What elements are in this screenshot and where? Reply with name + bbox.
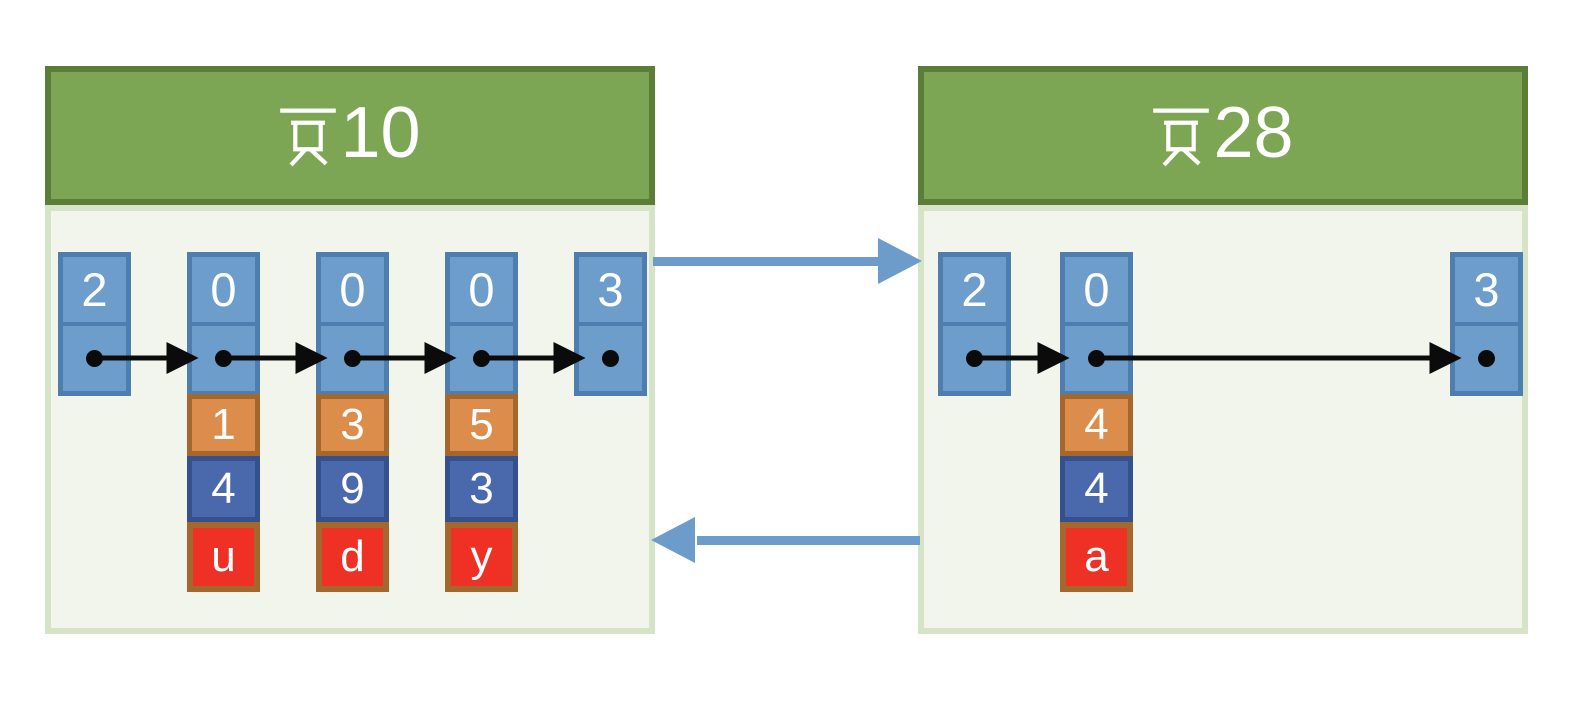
pointer-dot-icon (86, 350, 103, 367)
field-cell: 3 (316, 394, 389, 456)
pointer-dot-icon (473, 350, 490, 367)
record: 0 (187, 252, 260, 396)
field-cell: y (445, 522, 518, 592)
record-key-cell: 0 (321, 257, 384, 322)
record-key-cell: 3 (579, 257, 642, 322)
prev-page-arrow (651, 517, 920, 563)
field-cell: 1 (187, 394, 260, 456)
record-pointer-cell (1455, 326, 1518, 391)
pointer-dot-icon (966, 350, 983, 367)
record-key-cell: 3 (1455, 257, 1518, 322)
record-key-cell: 0 (192, 257, 255, 322)
page-title-number: 28 (1213, 92, 1294, 173)
record-key-cell: 2 (943, 257, 1006, 322)
field-cell: 4 (187, 456, 260, 522)
field-cell: u (187, 522, 260, 592)
record: 0 (1060, 252, 1133, 396)
record-pointer-cell (579, 326, 642, 391)
page-box-right: 28 (918, 66, 1528, 634)
record: 2 (938, 252, 1011, 396)
next-page-arrow (653, 238, 922, 284)
field-cell: 5 (445, 394, 518, 456)
field-cell: 4 (1060, 456, 1133, 522)
field-cell: 3 (445, 456, 518, 522)
page-body-right (918, 205, 1528, 634)
pointer-dot-icon (344, 350, 361, 367)
page-title-number: 10 (340, 92, 421, 173)
record: 3 (574, 252, 647, 396)
field-cell: 9 (316, 456, 389, 522)
page-hanzi-icon (1152, 103, 1210, 169)
record-key-cell: 0 (450, 257, 513, 322)
pointer-dot-icon (1478, 350, 1495, 367)
record: 0 (316, 252, 389, 396)
record-key-cell: 0 (1065, 257, 1128, 322)
field-cell: 4 (1060, 394, 1133, 456)
record-pointer-cell (1065, 326, 1128, 391)
pointer-dot-icon (1088, 350, 1105, 367)
page-header-left: 10 (45, 66, 655, 205)
pointer-dot-icon (602, 350, 619, 367)
record-key-cell: 2 (63, 257, 126, 322)
field-cell: a (1060, 522, 1133, 592)
pointer-dot-icon (215, 350, 232, 367)
record-pointer-cell (321, 326, 384, 391)
record-pointer-cell (450, 326, 513, 391)
field-cell: d (316, 522, 389, 592)
page-header-right: 28 (918, 66, 1528, 205)
page-hanzi-icon (279, 103, 337, 169)
record: 3 (1450, 252, 1523, 396)
record: 0 (445, 252, 518, 396)
record-pointer-cell (192, 326, 255, 391)
record: 2 (58, 252, 131, 396)
record-pointer-cell (943, 326, 1006, 391)
record-pointer-cell (63, 326, 126, 391)
